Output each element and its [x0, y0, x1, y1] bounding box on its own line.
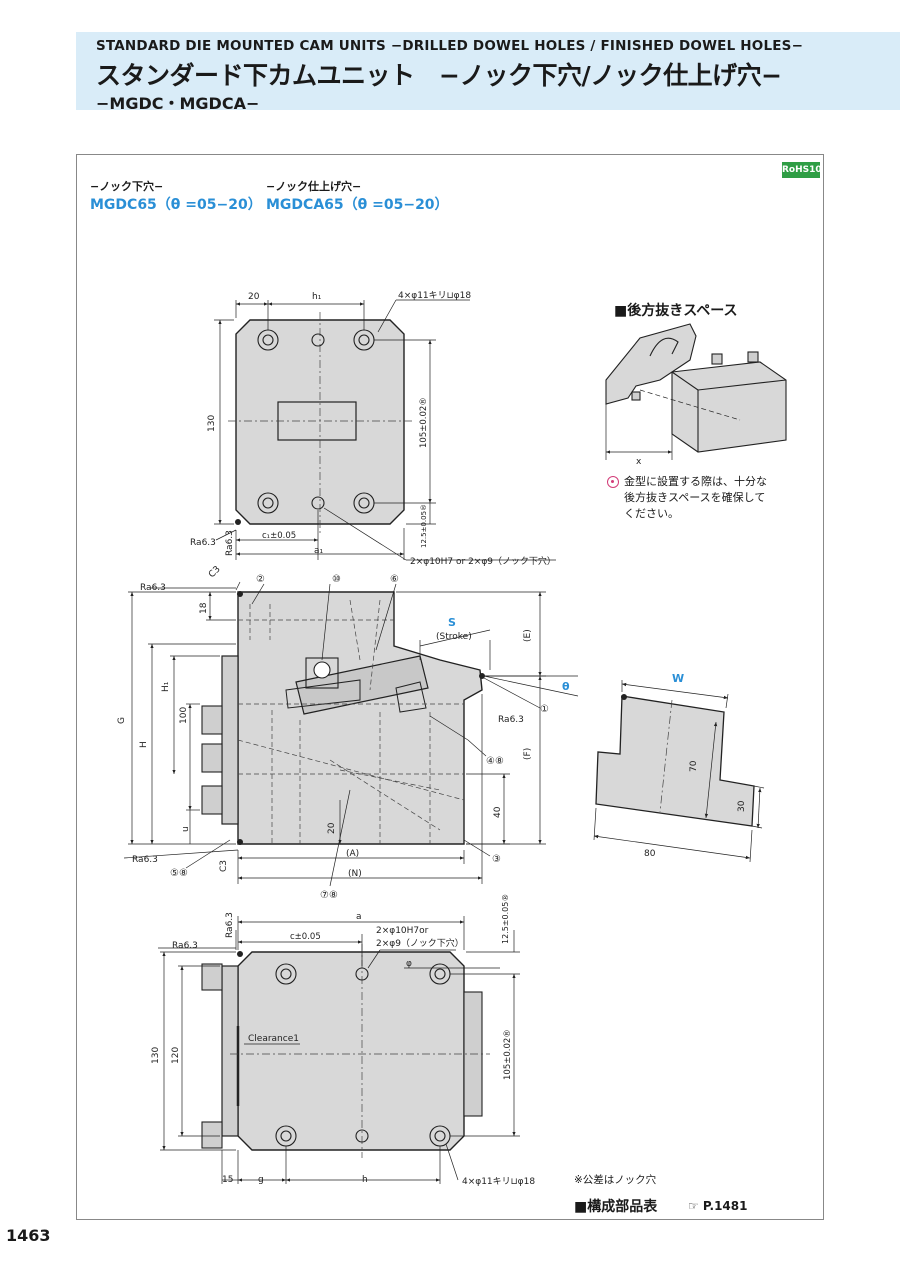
- tolerance-note: ※公差はノック穴: [574, 1174, 657, 1186]
- side-ra-bottom: Ra6.3: [132, 855, 158, 865]
- bottom-dim-a: a: [356, 912, 362, 922]
- rear-space-title: ■後方抜きスペース: [614, 303, 738, 319]
- rear-dim-x: x: [636, 457, 642, 467]
- drawing-frame: [76, 154, 824, 1220]
- callout-2: ②: [256, 574, 265, 585]
- side-c3-bottom: C3: [219, 860, 229, 872]
- title-english: STANDARD DIE MOUNTED CAM UNITS −DRILLED …: [96, 38, 804, 54]
- page-number: 1463: [6, 1226, 51, 1245]
- side-ra-mid: Ra6.3: [498, 715, 524, 725]
- side-dim-A: (A): [346, 849, 359, 859]
- bottom-dowel-2: 2×φ9（ノック下穴）: [376, 937, 464, 949]
- rear-space-view: [605, 323, 787, 460]
- side-dim-u: u: [181, 826, 191, 832]
- callout-7-8: ⑦⑧: [320, 890, 338, 901]
- top-dim-105: 105±0.02®: [419, 397, 429, 448]
- driver-dim-70: 70: [689, 760, 699, 772]
- callout-6: ⑥: [390, 574, 399, 585]
- side-dim-E: (E): [523, 629, 533, 642]
- bottom-dim-g: g: [258, 1175, 264, 1185]
- bottom-dim-h: h: [362, 1175, 368, 1185]
- side-view: C3 C3 Ra6.3 Ra6.3 Ra6.3 18 G H H₁ 100 u …: [117, 565, 579, 901]
- variant-label-drilled: −ノック下穴−: [90, 180, 164, 193]
- note-line-3: ください。: [624, 507, 679, 520]
- bottom-dim-c: c±0.05: [290, 932, 321, 942]
- side-dim-S: S: [448, 616, 456, 629]
- bottom-ra-vertical: Ra6.3: [225, 912, 235, 938]
- header-band: [76, 32, 900, 110]
- driver-dim-30: 30: [737, 800, 747, 812]
- side-dim-F: (F): [523, 748, 533, 760]
- side-theta: θ: [562, 680, 570, 693]
- caution-icon: [607, 476, 619, 488]
- bottom-dim-105: 105±0.02®: [503, 1029, 513, 1080]
- side-dim-18: 18: [199, 602, 209, 614]
- top-dim-a1: a₁: [314, 546, 324, 556]
- rear-space-note: 金型に設置する際は、十分な 後方抜きスペースを確保して ください。: [624, 474, 767, 522]
- top-view: 20 h₁ 4×φ11キリ⊔φ18 130 105±0.02® 12.5±0.0…: [190, 291, 556, 567]
- top-ra-vertical: Ra6.3: [225, 530, 235, 556]
- model-series: −MGDC・MGDCA−: [96, 94, 260, 113]
- side-c3-top: C3: [207, 565, 223, 581]
- note-line-1: 金型に設置する際は、十分な: [624, 475, 767, 488]
- bottom-holes-label: 4×φ11キリ⊔φ18: [462, 1177, 535, 1187]
- side-dim-20: 20: [327, 822, 337, 834]
- driver-dim-80: 80: [644, 849, 656, 859]
- page-reference-link[interactable]: ☞ P.1481: [688, 1199, 748, 1213]
- bottom-dim-130: 130: [151, 1047, 161, 1064]
- top-dowel-label: 2×φ10H7 or 2×φ9（ノック下穴）: [410, 555, 556, 567]
- title-japanese: スタンダード下カムユニット −ノック下穴/ノック仕上げ穴−: [96, 61, 782, 90]
- top-dim-12-5: 12.5±0.05®: [420, 504, 428, 548]
- callout-5-9: ⑤⑧: [170, 868, 188, 879]
- bottom-dowel-1: 2×φ10H7or: [376, 926, 429, 936]
- side-dim-G: G: [117, 717, 127, 724]
- bottom-dim-12-5: 12.5±0.05®: [501, 894, 510, 944]
- side-dim-H: H: [139, 741, 149, 748]
- rohs-badge: RoHS10: [782, 162, 822, 178]
- top-dim-130: 130: [207, 415, 217, 432]
- driver-dim-W: W: [672, 672, 684, 685]
- bottom-view: Ra6.3 Ra6.3 a c±0.05 2×φ10H7or 2×φ9（ノック下…: [151, 894, 535, 1187]
- side-dim-N: (N): [348, 869, 362, 879]
- callout-10: ⑩: [332, 574, 341, 585]
- side-dim-100: 100: [179, 707, 189, 724]
- variant-model-mgdc: MGDC65（θ =05−20）: [90, 197, 262, 213]
- bottom-phi: φ: [406, 959, 412, 969]
- side-stroke: (Stroke): [436, 632, 472, 642]
- top-dim-h1: h₁: [312, 292, 322, 302]
- top-dim-c1: c₁±0.05: [262, 531, 296, 541]
- bottom-ra: Ra6.3: [172, 941, 198, 951]
- side-dim-H1: H₁: [161, 681, 171, 692]
- callout-4-9: ④⑧: [486, 756, 504, 767]
- driver-view: W 70 30 80: [593, 672, 765, 863]
- callout-3: ③: [492, 854, 501, 865]
- top-dim-20: 20: [248, 292, 260, 302]
- top-holes-label: 4×φ11キリ⊔φ18: [398, 291, 471, 301]
- bottom-clearance: Clearance1: [248, 1034, 299, 1044]
- bottom-dim-120: 120: [171, 1047, 181, 1064]
- variant-model-mgdca: MGDCA65（θ =05−20）: [266, 197, 449, 213]
- side-dim-40: 40: [493, 806, 503, 818]
- bottom-dim-15: 15: [222, 1175, 233, 1185]
- parts-list-heading: ■構成部品表: [574, 1199, 658, 1215]
- variant-label-finished: −ノック仕上げ穴−: [266, 180, 362, 193]
- top-ra: Ra6.3: [190, 538, 216, 548]
- side-ra-top: Ra6.3: [140, 583, 166, 593]
- callout-1: ①: [540, 704, 549, 715]
- note-line-2: 後方抜きスペースを確保して: [624, 491, 766, 504]
